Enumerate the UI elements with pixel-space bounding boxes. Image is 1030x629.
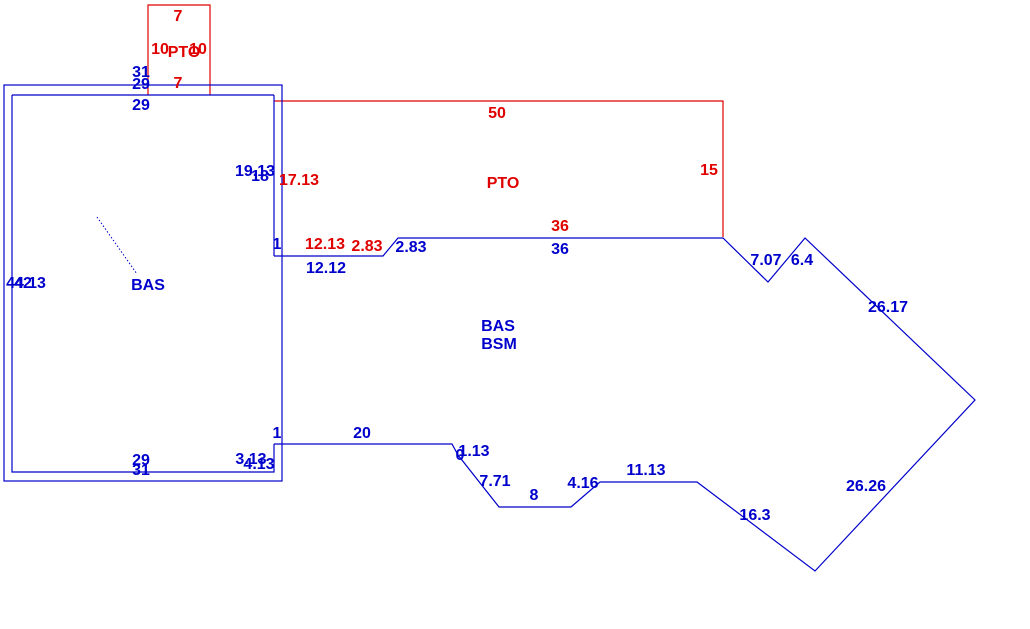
seg-1-13-label: 1.13 (458, 443, 489, 460)
pto-step-a-label: 12.13 (305, 236, 345, 253)
seg-36-label: 36 (551, 241, 569, 258)
inner-top-label: 29 (132, 97, 150, 114)
pto-step-b-label: 2.83 (351, 238, 382, 255)
jog-1-top-label: 1 (273, 236, 282, 253)
left-side-label: 44 (6, 275, 24, 292)
mid-top-label: 29 (132, 76, 150, 93)
pto-small-top-label: 7 (174, 8, 183, 25)
pto-large-right-label: 15 (700, 162, 718, 179)
seg-4-16-label: 4.16 (567, 475, 598, 492)
pto-large-area-label: PTO (487, 175, 520, 192)
seg-16-3-label: 16.3 (739, 507, 770, 524)
pto-small-bottom-label: 7 (174, 75, 183, 92)
left-side-b-label: 42 (14, 275, 32, 292)
seg-26-26-label: 26.26 (846, 478, 886, 495)
seg-0-label: 0 (456, 447, 465, 464)
bas-center-area-label: BAS (481, 318, 515, 335)
seg-3-13-label: 3.13 (235, 451, 266, 468)
seg-20-label: 20 (353, 425, 371, 442)
seg-7-07-label: 7.07 (750, 252, 781, 269)
seg-4-13-label: 4.13 (243, 456, 274, 473)
notch-18-label: 18 (251, 168, 269, 185)
left-side-c-label: 13 (28, 275, 46, 292)
bottom-outer-label: 31 (132, 462, 150, 479)
pto-small-left-label: 10 (151, 41, 169, 58)
pto-small-area-label: PTO (168, 44, 201, 61)
jog-1-bottom-label: 1 (273, 425, 282, 442)
seg-11-13-label: 11.13 (626, 462, 665, 479)
bsm-center-area-label: BSM (481, 336, 517, 353)
bas-inner-box (11, 95, 275, 473)
pto-large-bottom-label: 36 (551, 218, 569, 235)
seg-8-label: 8 (530, 487, 539, 504)
bas-outlines (3, 84, 976, 572)
notch-inner-label: 19.13 (235, 163, 275, 180)
pto-outlines (147, 4, 724, 237)
pto-large-left-label: 17.13 (279, 172, 319, 189)
leader-line (96, 216, 138, 275)
pto-large-outline (274, 100, 724, 237)
pto-small-outline (147, 4, 211, 95)
bas-outer-box (3, 84, 283, 482)
bottom-inner-label: 29 (132, 452, 150, 469)
outer-top-label: 31 (132, 64, 150, 81)
bas-left-area-label: BAS (131, 277, 165, 294)
pto-large-top-label: 50 (488, 105, 506, 122)
seg-6-4-label: 6.4 (791, 252, 813, 269)
pto-small-right-label: 10 (189, 41, 207, 58)
seg-26-17-label: 26.17 (868, 299, 908, 316)
seg-2-83-label: 2.83 (395, 239, 426, 256)
seg-12-12-label: 12.12 (306, 260, 346, 277)
seg-7-71-label: 7.71 (479, 473, 510, 490)
bas-main-perimeter (274, 237, 976, 572)
